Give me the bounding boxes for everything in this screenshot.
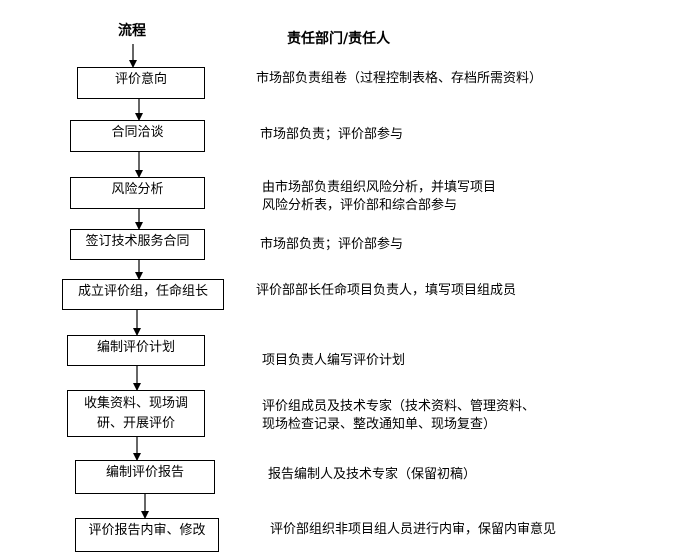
flow-step-contract-negotiation: 合同洽谈 xyxy=(70,120,205,152)
flow-step-internal-review: 评价报告内审、修改 xyxy=(75,518,219,552)
flow-step-sign-contract: 签订技术服务合同 xyxy=(70,229,205,260)
responsible-text: 评价组成员及技术专家（技术资料、管理资料、 现场检查记录、整改通知单、现场复查） xyxy=(262,399,536,432)
flow-step-prepare-plan: 编制评价计划 xyxy=(67,335,205,366)
flow-step-evaluation-intent: 评价意向 xyxy=(77,67,205,99)
flow-step-form-team: 成立评价组，任命组长 xyxy=(62,279,224,310)
responsible-text: 项目负责人编写评价计划 xyxy=(262,353,406,368)
responsible-text: 市场部负责组卷（过程控制表格、存档所需资料） xyxy=(256,71,543,86)
responsible-text: 市场部负责；评价部参与 xyxy=(260,127,404,142)
responsible-column-header: 责任部门/责任人 xyxy=(287,31,391,47)
flow-step-prepare-report: 编制评价报告 xyxy=(75,460,215,494)
responsible-text: 评价部组织非项目组人员进行内审，保留内审意见 xyxy=(270,522,557,537)
flow-step-risk-analysis: 风险分析 xyxy=(70,177,205,209)
flow-column-header: 流程 xyxy=(118,23,146,39)
responsible-text: 报告编制人及技术专家（保留初稿） xyxy=(268,467,477,482)
responsible-text: 市场部负责；评价部参与 xyxy=(260,237,404,252)
responsible-text: 由市场部负责组织风险分析，并填写项目 风险分析表，评价部和综合部参与 xyxy=(262,180,497,213)
flow-step-collect-and-evaluate: 收集资料、现场调 研、开展评价 xyxy=(67,390,205,437)
responsible-text: 评价部部长任命项目负责人，填写项目组成员 xyxy=(256,283,517,298)
